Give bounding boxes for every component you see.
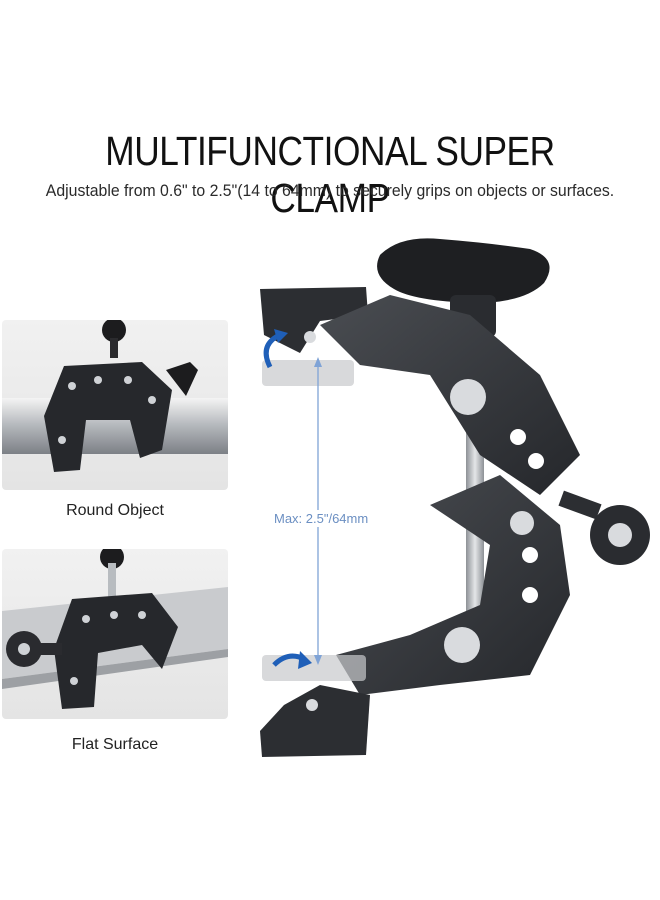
page-subtitle: Adjustable from 0.6" to 2.5"(14 to 64mm)… bbox=[45, 181, 615, 200]
flat-surface-photo bbox=[2, 549, 228, 719]
clamp-on-pipe-illustration bbox=[2, 320, 228, 472]
round-object-caption: Round Object bbox=[66, 502, 164, 519]
super-clamp-product-image bbox=[240, 225, 660, 785]
clamp-on-board-illustration bbox=[2, 549, 228, 709]
flat-surface-caption: Flat Surface bbox=[71, 736, 159, 753]
super-clamp-illustration bbox=[260, 238, 650, 757]
max-opening-label: Max: 2.5"/64mm bbox=[272, 510, 371, 527]
round-object-photo bbox=[2, 320, 228, 490]
upper-rotate-arrow-icon bbox=[263, 330, 284, 369]
page-title: MULTIFUNCTIONAL SUPER CLAMP bbox=[105, 128, 555, 221]
